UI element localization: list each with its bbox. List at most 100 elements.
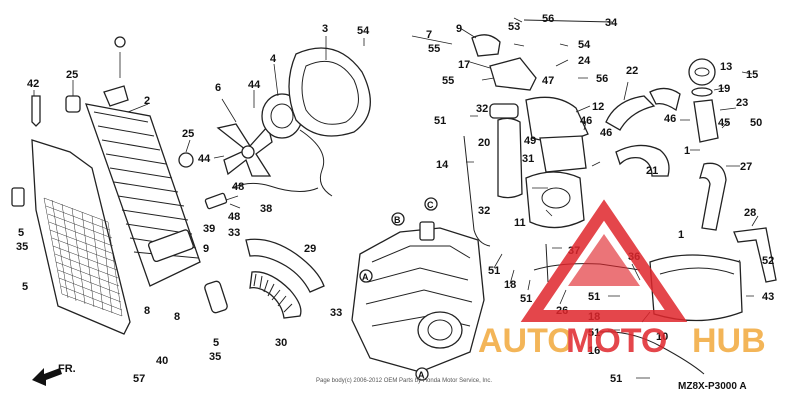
callout-55-a: 55 bbox=[428, 43, 440, 55]
ref-marker-a2: A bbox=[415, 367, 429, 381]
callout-13: 13 bbox=[720, 61, 732, 73]
callout-48: 48 bbox=[232, 181, 244, 193]
watermark-hub: HUB bbox=[692, 322, 766, 360]
callout-8-b: 8 bbox=[174, 311, 180, 323]
callout-33-a: 33 bbox=[228, 227, 240, 239]
callout-29: 29 bbox=[304, 243, 316, 255]
copyright-text: Page body(c) 2006-2012 OEM Parts by Hond… bbox=[316, 378, 492, 384]
callout-10: 10 bbox=[656, 331, 668, 343]
engine-block bbox=[351, 221, 485, 373]
callout-18-a: 18 bbox=[504, 279, 516, 291]
tube-16 bbox=[599, 331, 705, 375]
callout-8-a: 8 bbox=[144, 305, 150, 317]
callout-31: 31 bbox=[522, 153, 534, 165]
watermark-triangle-icon bbox=[520, 199, 688, 322]
callout-39: 39 bbox=[203, 223, 215, 235]
spring-clip bbox=[204, 280, 228, 314]
callout-20: 20 bbox=[478, 137, 490, 149]
svg-text:A: A bbox=[418, 370, 425, 380]
radiator-filler-neck bbox=[103, 85, 129, 107]
hose-29 bbox=[245, 238, 325, 293]
callout-51-f: 51 bbox=[610, 373, 622, 385]
callout-33-b: 33 bbox=[330, 307, 342, 319]
watermark-logo: AUTO MOTO HUB bbox=[478, 199, 766, 360]
svg-text:C: C bbox=[427, 200, 434, 210]
grommet-25 bbox=[65, 95, 81, 113]
callout-47: 47 bbox=[542, 75, 554, 87]
callout-19: 19 bbox=[718, 83, 730, 95]
callout-56-b: 56 bbox=[596, 73, 608, 85]
callout-1-a: 1 bbox=[684, 145, 690, 157]
callout-53: 53 bbox=[508, 21, 520, 33]
callout-48-b: 48 bbox=[228, 211, 240, 223]
callout-6: 6 bbox=[215, 82, 221, 94]
callout-51-e: 51 bbox=[588, 327, 600, 339]
callout-1-b: 1 bbox=[678, 229, 684, 241]
callout-57: 57 bbox=[133, 373, 145, 385]
callout-46-c: 46 bbox=[600, 127, 612, 139]
thermostat-housing bbox=[489, 57, 537, 91]
callout-15: 15 bbox=[746, 69, 758, 81]
svg-text:A: A bbox=[362, 272, 369, 282]
callout-7: 7 bbox=[426, 29, 432, 41]
callout-2: 2 bbox=[144, 95, 150, 107]
callout-17: 17 bbox=[458, 59, 470, 71]
callout-44-a: 44 bbox=[248, 79, 261, 91]
callout-23: 23 bbox=[736, 97, 748, 109]
watermark-auto: AUTO bbox=[478, 322, 574, 360]
callout-9-b: 9 bbox=[456, 23, 462, 35]
callout-5-a: 5 bbox=[18, 227, 24, 239]
callout-labels: 3 54 4 42 25 2 6 44 25 44 48 38 48 5 35 … bbox=[16, 13, 774, 385]
front-label: FR. bbox=[58, 363, 76, 375]
callout-51-c: 51 bbox=[520, 293, 532, 305]
callout-35-a: 35 bbox=[16, 241, 28, 253]
callout-42: 42 bbox=[27, 78, 39, 90]
callout-32-a: 32 bbox=[476, 103, 488, 115]
callout-50: 50 bbox=[750, 117, 762, 129]
hose-30-corrugated bbox=[249, 271, 302, 319]
callout-51-b: 51 bbox=[488, 265, 500, 277]
fan-shroud bbox=[288, 47, 371, 137]
svg-text:B: B bbox=[394, 215, 401, 225]
callout-40: 40 bbox=[156, 355, 168, 367]
hose-20 bbox=[497, 117, 523, 199]
callout-9: 9 bbox=[203, 243, 209, 255]
ref-marker-a1: A bbox=[359, 269, 373, 283]
reservoir-cap-13 bbox=[688, 58, 716, 86]
callout-32-b: 32 bbox=[478, 205, 490, 217]
tube-14 bbox=[463, 135, 491, 247]
o-ring-32 bbox=[489, 103, 519, 119]
thermostat-31 bbox=[539, 135, 587, 173]
callout-49: 49 bbox=[524, 135, 536, 147]
callout-51-a: 51 bbox=[434, 115, 446, 127]
callout-21: 21 bbox=[646, 165, 658, 177]
callout-34: 34 bbox=[605, 17, 618, 29]
callout-25-a: 25 bbox=[66, 69, 78, 81]
callout-4: 4 bbox=[270, 53, 277, 65]
bolt-42 bbox=[31, 95, 41, 127]
callout-14: 14 bbox=[436, 159, 449, 171]
callout-56-a: 56 bbox=[542, 13, 554, 25]
thermostat-cap bbox=[471, 34, 501, 57]
callout-35-b: 35 bbox=[209, 351, 221, 363]
callout-46-b: 46 bbox=[664, 113, 676, 125]
washer-top bbox=[114, 36, 126, 48]
callout-43: 43 bbox=[762, 291, 774, 303]
cooling-fan bbox=[216, 123, 273, 177]
radiator-shroud bbox=[11, 139, 131, 335]
callout-22: 22 bbox=[626, 65, 638, 77]
callout-52: 52 bbox=[762, 255, 774, 267]
callout-54-b: 54 bbox=[578, 39, 591, 51]
hose-27 bbox=[699, 162, 727, 231]
callout-3: 3 bbox=[322, 23, 328, 35]
front-arrow: FR. bbox=[32, 363, 76, 386]
callout-24: 24 bbox=[578, 55, 591, 67]
callout-5-b: 5 bbox=[22, 281, 28, 293]
callout-44-b: 44 bbox=[198, 153, 211, 165]
callout-28: 28 bbox=[744, 207, 756, 219]
filler-23 bbox=[693, 99, 719, 143]
callout-11: 11 bbox=[514, 217, 526, 229]
leader-lines bbox=[33, 17, 759, 379]
